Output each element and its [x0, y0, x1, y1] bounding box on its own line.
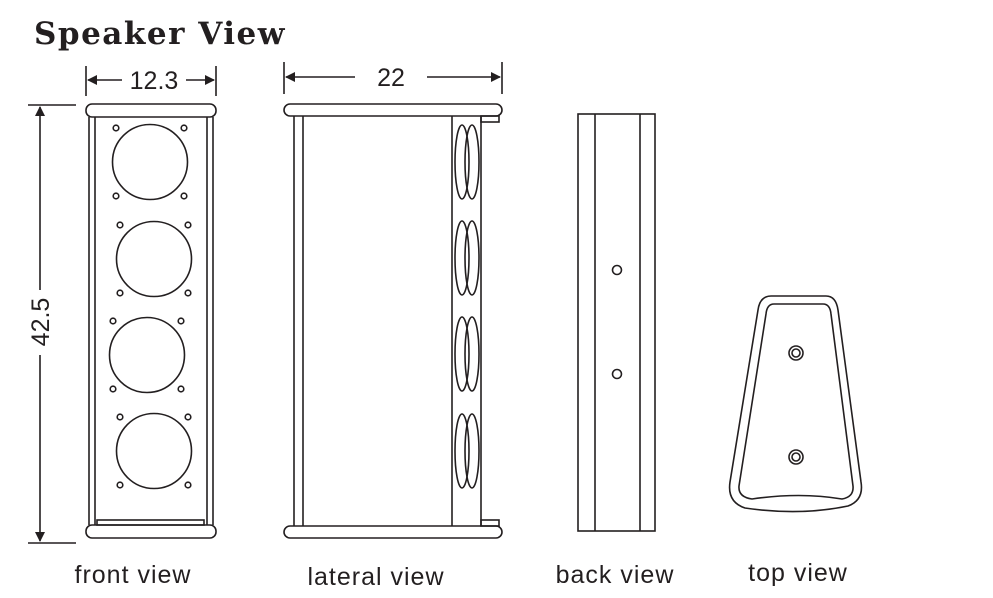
- screw-hole: [116, 413, 124, 421]
- woofer-side-ellipse: [454, 124, 470, 200]
- woofer-side-ellipse: [454, 413, 470, 489]
- woofer-circle: [115, 412, 193, 490]
- woofer-side-ellipse: [464, 413, 480, 489]
- back-view-label: back view: [556, 561, 675, 589]
- screw-hole: [112, 192, 120, 200]
- screw-hole: [177, 317, 185, 325]
- screw-hole: [177, 385, 185, 393]
- woofer-side-ellipse: [464, 220, 480, 296]
- screw-hole: [116, 289, 124, 297]
- woofer-side-ellipse: [454, 220, 470, 296]
- screw-hole: [184, 481, 192, 489]
- screw-hole: [116, 221, 124, 229]
- woofer-circle: [111, 123, 189, 201]
- screw-hole: [112, 124, 120, 132]
- screw-hole: [180, 124, 188, 132]
- screw-hole: [109, 385, 117, 393]
- depth-dimension: 22: [283, 62, 503, 94]
- back-view-drawing: [577, 113, 656, 532]
- screw-hole: [116, 481, 124, 489]
- depth-label: 22: [377, 64, 405, 92]
- height-label: 42.5: [27, 298, 55, 347]
- height-dimension: 42.5: [27, 104, 76, 544]
- top-view-drawing: [728, 295, 863, 513]
- front-view-label: front view: [75, 561, 192, 589]
- screw-hole: [184, 413, 192, 421]
- woofer-side-ellipse: [464, 124, 480, 200]
- woofer-side-ellipse: [454, 316, 470, 392]
- screw-hole: [180, 192, 188, 200]
- woofer-side-ellipse: [464, 316, 480, 392]
- page-title: Speaker View: [34, 16, 286, 52]
- screw-hole: [109, 317, 117, 325]
- screw-hole: [184, 221, 192, 229]
- lateral-view-drawing: [283, 103, 503, 539]
- front-view-drawing: [85, 103, 217, 539]
- screw-hole: [184, 289, 192, 297]
- width-label: 12.3: [130, 67, 179, 95]
- woofer-circle: [108, 316, 186, 394]
- width-dimension: 12.3: [85, 66, 217, 96]
- woofer-circle: [115, 220, 193, 298]
- lateral-view-label: lateral view: [307, 563, 444, 591]
- top-view-label: top view: [748, 559, 848, 587]
